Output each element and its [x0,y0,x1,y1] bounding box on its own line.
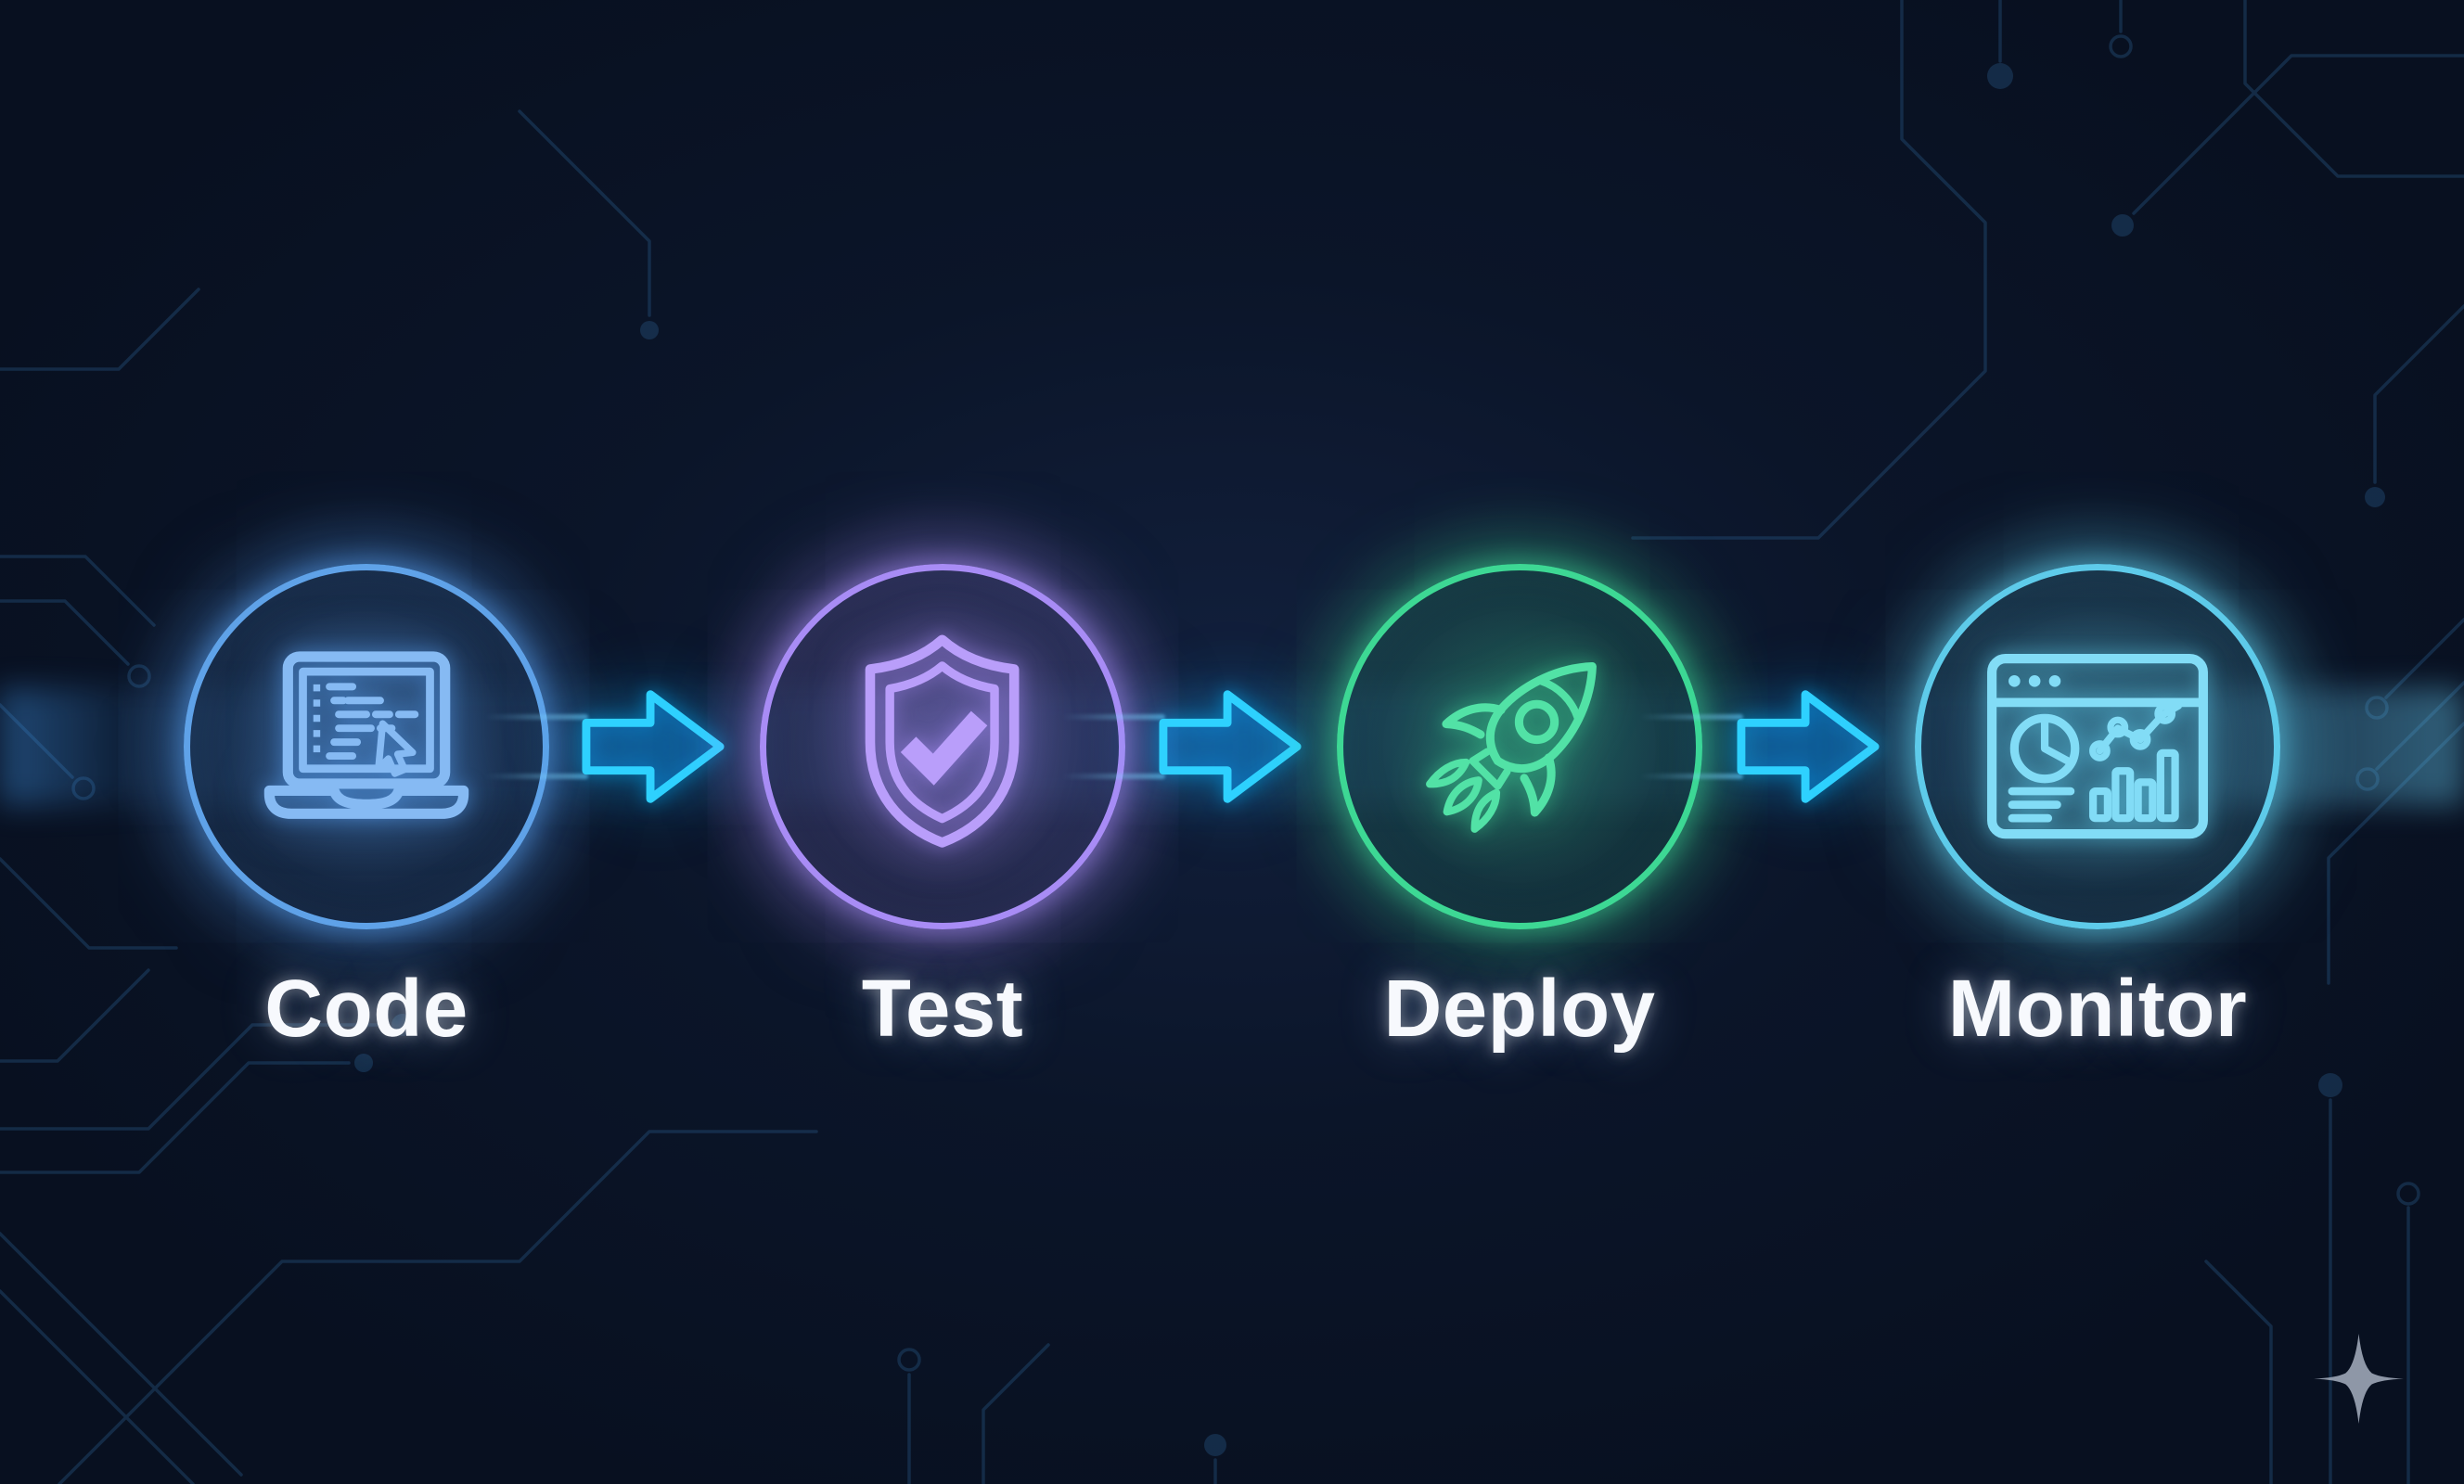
pipeline-step-monitor: Monitor [1813,462,2382,1054]
step-circle-deploy [1337,564,1702,929]
motion-streak [1061,714,1165,720]
motion-streak [1061,774,1165,779]
sparkle-icon [2314,1334,2404,1424]
motion-streak [1639,714,1743,720]
pipeline-step-test: Test [658,462,1227,1054]
step-circle-monitor [1915,564,2280,929]
pipeline-step-deploy: Deploy [1235,462,1804,1054]
motion-streak [484,714,588,720]
pipeline-step-code: Code [82,462,651,1054]
step-circle-test [760,564,1125,929]
step-label-deploy: Deploy [1383,964,1656,1054]
laptop-code-icon [263,651,469,819]
step-label-monitor: Monitor [1947,964,2248,1054]
motion-streak [1639,774,1743,779]
step-circle-code [184,564,549,929]
shield-check-icon [866,634,1020,848]
rocket-icon [1426,662,1597,833]
step-label-code: Code [264,964,468,1054]
step-label-test: Test [861,964,1024,1054]
motion-streak [484,774,588,779]
dashboard-analytics-icon [1987,654,2208,839]
